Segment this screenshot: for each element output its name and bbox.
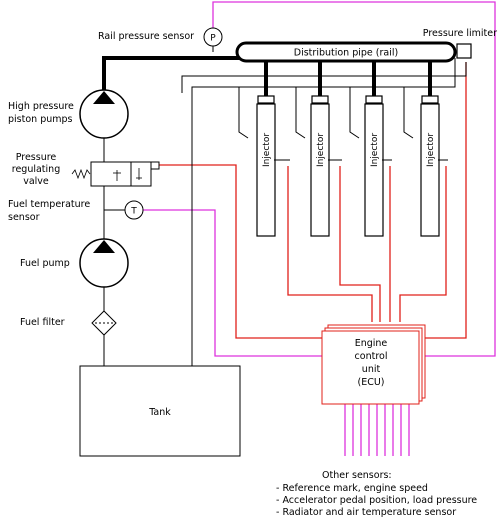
ecu-label-line3: unit bbox=[362, 364, 381, 375]
pressure-limiter-control-line bbox=[425, 62, 467, 339]
leak-return-4 bbox=[403, 87, 414, 139]
rail-pressure-sensor-symbol: P bbox=[210, 34, 216, 44]
prv-control-line bbox=[150, 164, 322, 339]
ecu-label-line1: Engine bbox=[355, 338, 388, 349]
fuel-temp-signal-line bbox=[143, 209, 322, 357]
injector1-control-line bbox=[287, 166, 373, 322]
injector-4: Injector bbox=[420, 95, 448, 237]
hp-pumps-label-line2: piston pumps bbox=[8, 114, 73, 125]
fuel-pump bbox=[79, 238, 129, 288]
high-pressure-lines bbox=[102, 56, 432, 96]
pressure-limiter-label: Pressure limiter bbox=[423, 28, 497, 39]
injector2-control-line bbox=[339, 166, 381, 322]
high-pressure-pump bbox=[79, 89, 129, 139]
ecu bbox=[321, 324, 426, 405]
ecu-label-line4: (ECU) bbox=[357, 377, 384, 388]
rail-sensor-signal-line bbox=[212, 1, 496, 357]
return-line-inner bbox=[181, 62, 467, 93]
injector-4-label: Injector bbox=[426, 133, 436, 167]
tank-label: Tank bbox=[148, 407, 171, 418]
other-sensors-title: Other sensors: bbox=[322, 470, 392, 481]
leak-return-1 bbox=[238, 87, 249, 139]
hp-pumps-label-line1: High pressure bbox=[8, 101, 74, 112]
injector-3-label: Injector bbox=[370, 133, 380, 167]
other-sensors-item-2: - Accelerator pedal position, load press… bbox=[276, 495, 477, 506]
control-signal-lines bbox=[150, 62, 467, 339]
other-sensor-wires bbox=[344, 400, 410, 456]
injector-1-label: Injector bbox=[262, 133, 272, 167]
pump-to-rail-line bbox=[102, 56, 240, 90]
pressure-regulating-valve bbox=[71, 161, 160, 187]
leak-return-2 bbox=[295, 87, 306, 139]
fuel-filter bbox=[91, 310, 117, 336]
other-sensors-item-3: - Radiator and air temperature sensor bbox=[276, 507, 456, 518]
return-line-outer bbox=[191, 58, 456, 366]
fuel-pump-label: Fuel pump bbox=[20, 258, 70, 269]
tank bbox=[79, 365, 241, 457]
leak-return-3 bbox=[349, 87, 360, 139]
injector-1: Injector bbox=[256, 95, 290, 237]
prv-label-line3: valve bbox=[23, 176, 49, 187]
sensor-signal-lines bbox=[143, 1, 496, 456]
other-sensors-item-1: - Reference mark, engine speed bbox=[276, 483, 428, 494]
prv-label-line2: regulating bbox=[12, 164, 60, 175]
injector-3: Injector bbox=[364, 95, 392, 237]
injector-2-label: Injector bbox=[316, 133, 326, 167]
ecu-label-line2: control bbox=[355, 351, 388, 362]
prv-label-line1: Pressure bbox=[16, 152, 57, 163]
fuel-lines bbox=[103, 58, 467, 366]
fuel-temperature-sensor-symbol: T bbox=[130, 207, 137, 217]
distribution-pipe-label: Distribution pipe (rail) bbox=[294, 48, 398, 59]
injector4-control-line bbox=[399, 166, 447, 322]
distribution-pipe bbox=[235, 41, 457, 63]
fts-label-line1: Fuel temperature bbox=[8, 199, 90, 210]
rail-pressure-sensor-label: Rail pressure sensor bbox=[98, 31, 194, 42]
pressure-limiter-valve bbox=[456, 43, 472, 59]
fuel-filter-label: Fuel filter bbox=[20, 317, 65, 328]
fuel-temperature-sensor bbox=[124, 200, 144, 220]
fts-label-line2: sensor bbox=[8, 212, 40, 223]
injector-2: Injector bbox=[310, 95, 342, 237]
